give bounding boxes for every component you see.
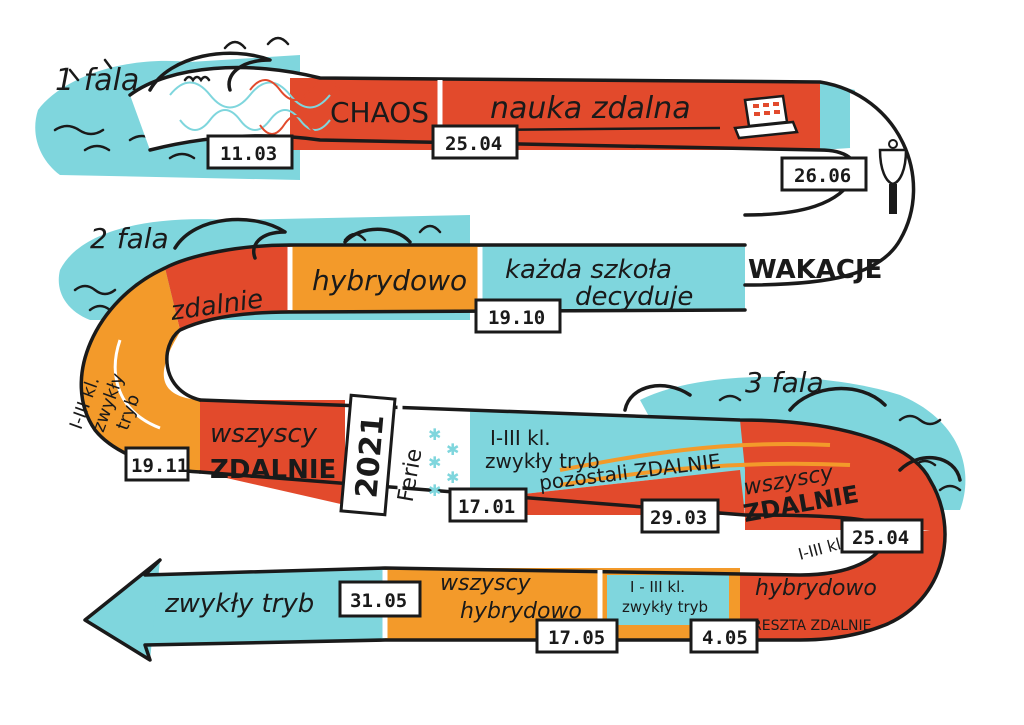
grades-row4-line1: I - III kl. xyxy=(630,578,685,596)
rest-remote-label: RESZTA ZDALNIE xyxy=(752,618,872,634)
svg-text:✱: ✱ xyxy=(428,453,441,472)
svg-text:17.01: 17.01 xyxy=(458,496,515,518)
grades-row4-line2: zwykły tryb xyxy=(622,598,708,616)
wave-crest-icon xyxy=(148,51,962,482)
all-hybrid-line1: wszyscy xyxy=(440,571,532,596)
date-box-1705: 17.05 xyxy=(535,618,619,654)
grades-normal-line1: I-III kl. xyxy=(490,426,551,450)
road-row-1 xyxy=(130,67,914,285)
year-box: 2021 xyxy=(339,393,397,517)
svg-text:✱: ✱ xyxy=(446,468,459,487)
date-box-1103: 11.03 xyxy=(206,134,294,170)
svg-text:25.04: 25.04 xyxy=(445,133,502,155)
svg-text:✱: ✱ xyxy=(428,481,441,500)
chaos-label: CHAOS xyxy=(330,96,429,129)
svg-text:29.03: 29.03 xyxy=(650,507,707,529)
wave-1-label: 1 fala xyxy=(55,63,139,98)
svg-text:4.05: 4.05 xyxy=(702,627,748,649)
svg-text:19.10: 19.10 xyxy=(488,307,545,329)
date-box-2903: 29.03 xyxy=(640,498,720,534)
all-remote-1-line2: ZDALNIE xyxy=(210,455,336,485)
date-box-1701: 17.01 xyxy=(448,487,528,523)
svg-text:✱: ✱ xyxy=(428,425,441,444)
svg-text:19.11: 19.11 xyxy=(131,455,188,477)
svg-text:26.06: 26.06 xyxy=(794,165,851,187)
svg-text:✱: ✱ xyxy=(446,440,459,459)
year-label: 2021 xyxy=(349,413,391,499)
wave-3-label: 3 fala xyxy=(745,366,824,399)
svg-text:17.05: 17.05 xyxy=(548,627,605,649)
each-school-decides-line2: decyduje xyxy=(575,282,693,312)
all-remote-1-line1: wszyscy xyxy=(210,419,318,449)
date-box-2504b: 25.04 xyxy=(840,518,924,554)
grades-hybrid-line2: hybrydowo xyxy=(755,576,877,601)
grades-normal-line2: zwykły tryb xyxy=(485,449,600,473)
road-row-2 xyxy=(165,245,745,330)
date-box-3105: 31.05 xyxy=(338,580,422,618)
segment-dividers xyxy=(287,80,603,638)
hybrid-label: hybrydowo xyxy=(312,264,467,297)
laptop-icon xyxy=(733,94,799,140)
wave-2-label: 2 fala xyxy=(90,222,169,255)
svg-text:11.03: 11.03 xyxy=(220,143,277,165)
grades-hybrid-line1: I-III kl. xyxy=(796,533,848,564)
normal-mode-label: zwykły tryb xyxy=(164,589,314,619)
road-row-3 xyxy=(200,400,930,530)
date-box-1910: 19.10 xyxy=(474,298,562,334)
date-box-0405: 4.05 xyxy=(689,618,759,654)
school-bell-icon xyxy=(878,139,908,214)
holidays-label: WAKACJE xyxy=(748,255,882,285)
date-box-2504a: 25.04 xyxy=(431,124,519,160)
arrow-head-icon xyxy=(85,560,160,660)
date-box-1911: 19.11 xyxy=(124,446,190,482)
each-school-decides-line1: każda szkoła xyxy=(505,255,672,285)
svg-text:31.05: 31.05 xyxy=(350,590,407,612)
svg-text:25.04: 25.04 xyxy=(852,527,909,549)
date-box-2606: 26.06 xyxy=(780,156,868,192)
snowflake-icon: ✱ ✱ ✱ ✱ ✱ xyxy=(428,425,459,500)
road-left-bend xyxy=(81,268,200,472)
remote-learning-label: nauka zdalna xyxy=(490,91,691,126)
